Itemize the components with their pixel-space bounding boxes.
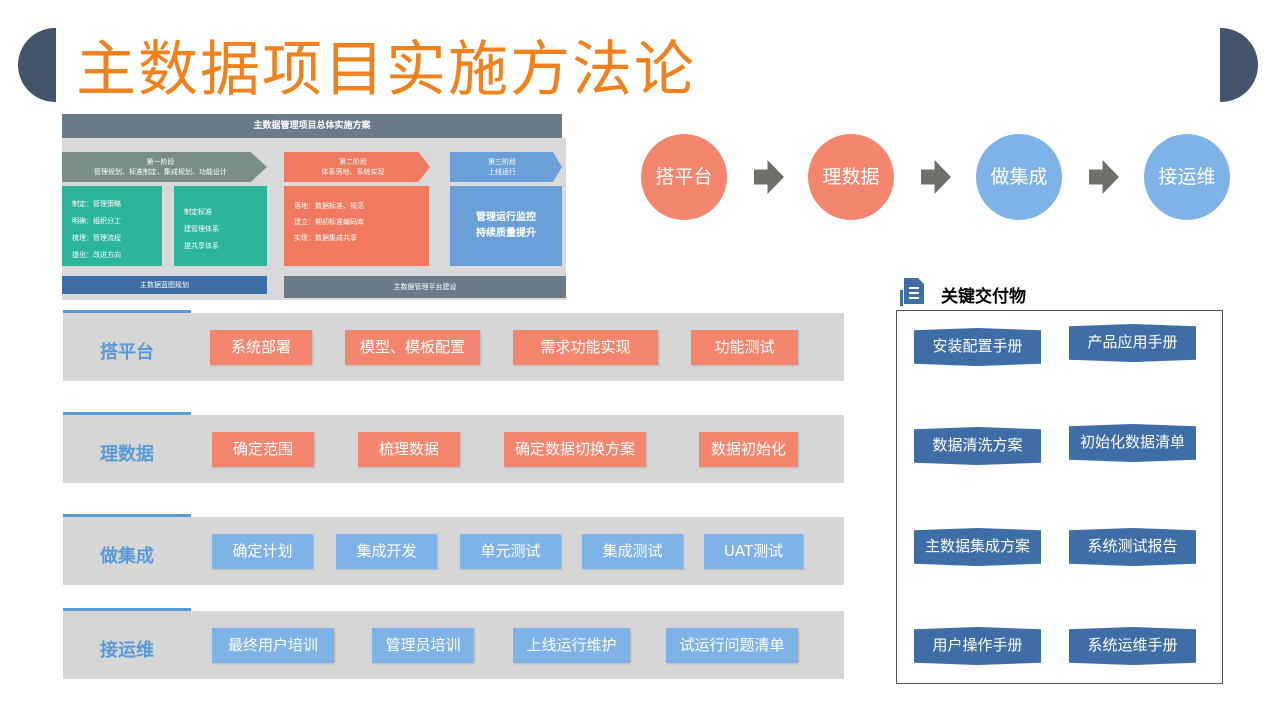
task-chip: 试运行问题清单 [666,628,798,663]
deliverable-item: 系统运维手册 [1069,627,1196,665]
title-decoration-right [1220,28,1258,102]
task-chip: 集成开发 [336,534,437,569]
task-chip: 确定数据切换方案 [504,432,646,467]
row-platform: 搭平台 系统部署 模型、模板配置 需求功能实现 功能测试 [63,310,844,381]
task-chip: UAT测试 [704,534,803,569]
flow-step-integration: 做集成 [976,134,1062,220]
deliverable-item: 主数据集成方案 [914,528,1041,566]
blueprint-bar: 主数据蓝图规划 [62,276,267,294]
deliverables-panel [896,310,1223,684]
task-chip: 模型、模板配置 [345,330,480,365]
task-chip: 需求功能实现 [513,330,658,365]
flow-arrow-icon [1089,160,1119,194]
overview-diagram: 主数据管理项目总体实施方案 第一阶段 管理规划、标准制定、集成规划、功能设计 第… [62,114,566,300]
phase3-desc: 上线运行 [488,168,516,176]
flow-arrow-icon [921,160,951,194]
deliverables-title: 关键交付物 [941,287,1026,307]
overview-header: 主数据管理项目总体实施方案 [62,114,562,138]
phase3-arrow: 第三阶段 上线运行 [450,152,562,182]
deliverable-item: 用户操作手册 [914,627,1041,665]
phase1-box2: 制定标准 建管理体系 提共享体系 [174,186,267,266]
task-chip: 管理员培训 [372,628,474,663]
phase2-box: 落地：数据标准、规范 建立：期初标准编码库 实现：数据集成共享 [284,186,429,266]
task-chip: 数据初始化 [699,432,798,467]
row-data: 理数据 确定范围 梳理数据 确定数据切换方案 数据初始化 [63,412,844,483]
platform-bar: 主数据管理平台建设 [284,276,566,298]
phase3-name: 第三阶段 [488,158,516,166]
task-chip: 确定计划 [212,534,313,569]
flow-step-platform: 搭平台 [641,134,727,220]
flow-step-operation: 接运维 [1144,134,1230,220]
phase1-name: 第一阶段 [146,158,175,166]
task-chip: 集成测试 [582,534,683,569]
deliverable-item: 安装配置手册 [914,328,1041,366]
deliverable-item: 系统测试报告 [1069,528,1196,566]
task-chip: 梳理数据 [358,432,460,467]
task-chip: 功能测试 [691,330,798,365]
task-chip: 单元测试 [460,534,561,569]
phase1-box1: 制定：管理策略 明确：组织分工 梳理：管理流程 提出：改进方向 [62,186,162,266]
row-title: 做集成 [100,546,154,567]
flow-arrow-icon [754,160,784,194]
task-chip: 确定范围 [212,432,314,467]
phase3-box: 管理运行监控 持续质量提升 [450,186,562,266]
title-decoration-left [18,28,56,102]
task-chip: 上线运行维护 [513,628,630,663]
phase1-desc: 管理规划、标准制定、集成规划、功能设计 [94,168,227,176]
row-title: 接运维 [100,640,154,661]
document-icon [900,278,924,306]
row-title: 搭平台 [100,342,154,363]
phase2-name: 第二阶段 [339,158,367,166]
phase2-desc: 体系落地、系统实现 [321,168,385,176]
row-title: 理数据 [100,444,154,465]
deliverable-item: 产品应用手册 [1069,324,1196,362]
task-chip: 最终用户培训 [212,628,334,663]
deliverable-item: 数据清洗方案 [914,427,1041,465]
phase2-arrow: 第二阶段 体系落地、系统实现 [284,152,430,182]
task-chip: 系统部署 [210,330,312,365]
row-integration: 做集成 确定计划 集成开发 单元测试 集成测试 UAT测试 [63,514,844,585]
phase1-arrow: 第一阶段 管理规划、标准制定、集成规划、功能设计 [62,152,267,182]
flow-step-data: 理数据 [808,134,894,220]
deliverable-item: 初始化数据清单 [1069,424,1196,462]
page-title: 主数据项目实施方法论 [76,35,696,105]
row-operation: 接运维 最终用户培训 管理员培训 上线运行维护 试运行问题清单 [63,608,844,679]
